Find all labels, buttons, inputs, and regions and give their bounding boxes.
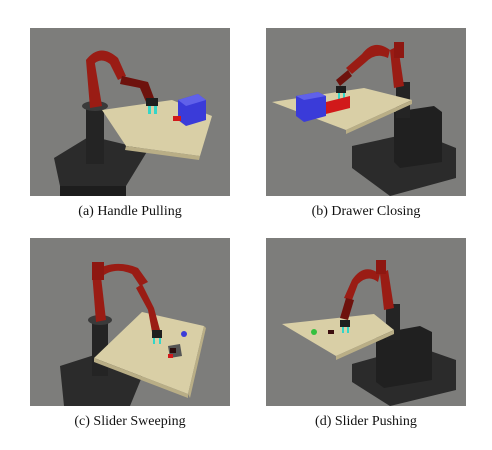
drawer-closing-render [266, 28, 466, 196]
handle-pulling-render [30, 28, 230, 196]
caption-b: (b) Drawer Closing [311, 204, 421, 219]
caption-d: (d) Slider Pushing [315, 414, 417, 429]
panel-slider-sweeping [30, 238, 230, 406]
panel-slider-pushing [266, 238, 466, 406]
panel-drawer-closing [266, 28, 466, 196]
caption-c: (c) Slider Sweeping [74, 414, 186, 429]
panel-handle-pulling [30, 28, 230, 196]
caption-a: (a) Handle Pulling [78, 204, 182, 219]
slider-sweeping-render [30, 238, 230, 406]
slider-pushing-render [266, 238, 466, 406]
